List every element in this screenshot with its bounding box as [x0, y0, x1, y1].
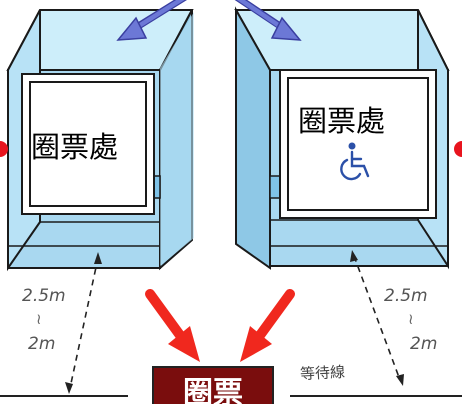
red-arrow-left	[145, 289, 200, 362]
booth-left-sign-label: 圈票處	[31, 130, 119, 164]
booth-left	[6, 9, 194, 272]
ballot-box-label: 圈票	[183, 376, 243, 404]
booth-right	[234, 6, 450, 270]
red-arrow-right	[240, 289, 295, 362]
blue-arrow-left	[116, 0, 187, 41]
ballot-box: 圈票	[152, 366, 274, 404]
booth-right-range-symbol: ≀	[408, 310, 414, 328]
wheelchair-icon	[340, 142, 370, 181]
red-marker-right	[454, 141, 462, 157]
distance-arrow-left	[65, 252, 102, 394]
red-marker-left	[0, 141, 8, 157]
booth-left-distance-max: 2.5m	[22, 286, 66, 306]
booth-left-range-symbol: ≀	[36, 310, 42, 328]
waiting-line-label: 等待線	[299, 362, 346, 384]
booth-right-side-panel	[235, 6, 271, 270]
booth-right-distance-min: 2m	[410, 334, 438, 354]
booth-right-distance-max: 2.5m	[384, 286, 428, 306]
distance-arrow-right	[350, 250, 404, 386]
blue-arrow-right	[234, 0, 302, 41]
booth-left-distance-min: 2m	[28, 334, 56, 354]
booth-right-sign-label: 圈票處	[298, 104, 386, 138]
